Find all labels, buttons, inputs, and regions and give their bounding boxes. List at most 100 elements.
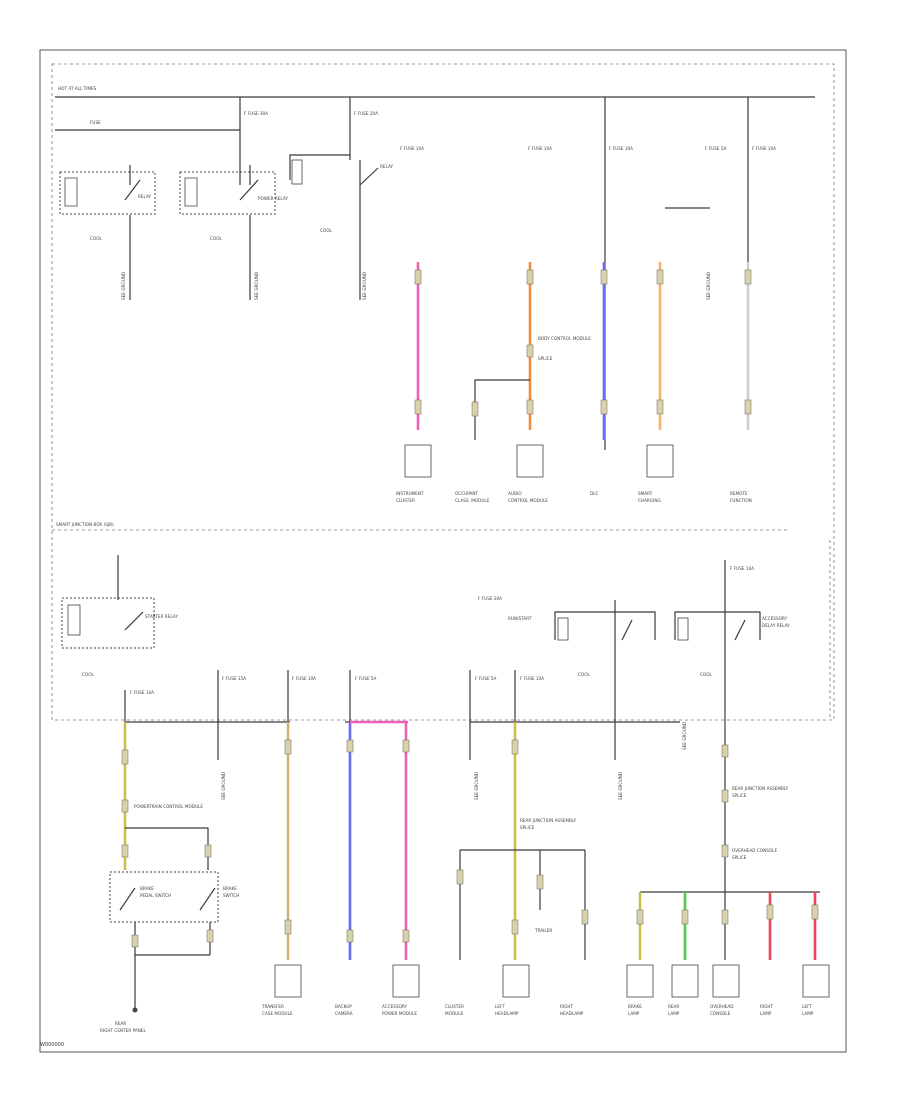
- svg-text:SPLICE: SPLICE: [538, 356, 553, 361]
- upper-section-boundary: [51, 63, 835, 721]
- svg-text:LAMP: LAMP: [668, 1011, 680, 1016]
- svg-text:BRAKE: BRAKE: [223, 886, 237, 891]
- svg-text:ACCESSORY: ACCESSORY: [762, 616, 788, 621]
- svg-text:CONSOLE: CONSOLE: [710, 1011, 731, 1016]
- svg-text:BACKUP: BACKUP: [335, 1004, 352, 1009]
- svg-text:LAMP: LAMP: [760, 1011, 772, 1016]
- svg-text:BRAKE: BRAKE: [140, 886, 154, 891]
- svg-text:FUNCTION: FUNCTION: [730, 498, 752, 503]
- relay-3: RELAY COOL: [289, 154, 394, 300]
- svg-text:F FUSE 10A: F FUSE 10A: [528, 146, 552, 151]
- svg-text:REMOTE: REMOTE: [730, 491, 748, 496]
- svg-text:RELAY: RELAY: [380, 164, 394, 169]
- svg-text:RIGHT: RIGHT: [760, 1004, 774, 1009]
- relay-2: POWER RELAY COOL: [179, 165, 288, 300]
- svg-text:COOL: COOL: [320, 228, 333, 233]
- svg-text:SEE GROUND: SEE GROUND: [254, 272, 259, 300]
- svg-text:F FUSE 15A: F FUSE 15A: [222, 676, 246, 681]
- svg-text:SEE GROUND: SEE GROUND: [682, 722, 687, 750]
- diagram-frame: [39, 49, 847, 1053]
- svg-text:RIGHT CENTER PANEL: RIGHT CENTER PANEL: [100, 1028, 146, 1033]
- upper-components: INSTRUMENT CLUSTER OCCUPANT CLASS. MODUL…: [396, 207, 752, 503]
- svg-text:CLASS. MODULE: CLASS. MODULE: [455, 498, 490, 503]
- svg-text:MODULE: MODULE: [445, 1011, 464, 1016]
- svg-text:CONTROL MODULE: CONTROL MODULE: [508, 498, 548, 503]
- svg-text:POWER MODULE: POWER MODULE: [382, 1011, 417, 1016]
- lower-circuits: REAR JUNCTION ASSEMBLY SPLICE TRAILER: [284, 720, 589, 960]
- svg-text:SPLICE: SPLICE: [732, 855, 747, 860]
- svg-text:COOL: COOL: [578, 672, 591, 677]
- svg-text:POWER RELAY: POWER RELAY: [258, 196, 288, 201]
- svg-text:SEE GROUND: SEE GROUND: [221, 772, 226, 800]
- svg-text:COOL: COOL: [90, 236, 103, 241]
- svg-text:SEE GROUND: SEE GROUND: [474, 772, 479, 800]
- svg-text:LEFT: LEFT: [495, 1004, 505, 1009]
- svg-text:OCCUPANT: OCCUPANT: [455, 491, 478, 496]
- svg-text:CLUSTER: CLUSTER: [396, 498, 415, 503]
- relay-lower-right-1: RUN/START COOL: [508, 611, 656, 677]
- svg-text:F FUSE 10A: F FUSE 10A: [292, 676, 316, 681]
- svg-text:SEE GROUND: SEE GROUND: [618, 772, 623, 800]
- svg-text:F FUSE 10A: F FUSE 10A: [130, 690, 154, 695]
- svg-text:HEADLAMP: HEADLAMP: [495, 1011, 519, 1016]
- svg-text:SPLICE: SPLICE: [732, 793, 747, 798]
- svg-text:F FUSE 5A: F FUSE 5A: [705, 146, 727, 151]
- svg-text:DLC: DLC: [590, 491, 599, 496]
- svg-text:LEFT: LEFT: [802, 1004, 812, 1009]
- svg-text:SMART: SMART: [638, 491, 653, 496]
- upper-fuse-drops: F FUSE 30A F FUSE 20A F FUSE 10A F FUSE …: [239, 97, 776, 450]
- section-label: SMART JUNCTION BOX (SJB): [56, 522, 114, 527]
- svg-text:TRANSFER: TRANSFER: [261, 1004, 284, 1009]
- upper-circuits: BODY CONTROL MODULE SPLICE: [414, 262, 752, 440]
- svg-text:CAMERA: CAMERA: [335, 1011, 353, 1016]
- ground-labels-upper: SEE GROUND SEE GROUND SEE GROUND SEE GRO…: [121, 215, 711, 300]
- svg-text:REAR JUNCTION ASSEMBLY: REAR JUNCTION ASSEMBLY: [520, 818, 577, 823]
- svg-text:HEADLAMP: HEADLAMP: [560, 1011, 584, 1016]
- svg-text:STARTER RELAY: STARTER RELAY: [145, 614, 178, 619]
- lower-fuse-drops: F FUSE 10A F FUSE 15A F FUSE 10A F FUSE …: [124, 560, 754, 760]
- svg-text:SEE GROUND: SEE GROUND: [121, 272, 126, 300]
- svg-text:SPLICE: SPLICE: [520, 825, 535, 830]
- bus-label: HOT AT ALL TIMES: [58, 86, 97, 91]
- lower-components: TRANSFER CASE MODULE BACKUP CAMERA ACCES…: [261, 964, 830, 1016]
- svg-text:BODY CONTROL MODULE: BODY CONTROL MODULE: [538, 336, 591, 341]
- svg-text:INSTRUMENT: INSTRUMENT: [396, 491, 424, 496]
- ground-labels-lower: SEE GROUND SEE GROUND SEE GROUND SEE GRO…: [221, 722, 687, 800]
- svg-text:F FUSE 20A: F FUSE 20A: [478, 596, 502, 601]
- svg-text:POWERTRAIN CONTROL MODULE: POWERTRAIN CONTROL MODULE: [134, 804, 203, 809]
- ignition-label: FUSE: [90, 120, 101, 125]
- svg-text:F FUSE 10A: F FUSE 10A: [400, 146, 424, 151]
- svg-text:ACCESSORY: ACCESSORY: [382, 1004, 408, 1009]
- svg-text:F FUSE 5A: F FUSE 5A: [355, 676, 377, 681]
- svg-text:SEE GROUND: SEE GROUND: [362, 272, 367, 300]
- svg-text:F FUSE 30A: F FUSE 30A: [244, 111, 268, 116]
- svg-text:F FUSE 10A: F FUSE 10A: [730, 566, 754, 571]
- svg-text:REAR: REAR: [668, 1004, 679, 1009]
- svg-text:COOL: COOL: [700, 672, 713, 677]
- svg-text:TRAILER: TRAILER: [534, 928, 552, 933]
- svg-text:F FUSE 10A: F FUSE 10A: [520, 676, 544, 681]
- relay-lower-right-2: ACCESSORY DELAY RELAY COOL: [674, 611, 790, 677]
- relay-1: RELAY COOL: [59, 165, 156, 241]
- svg-text:COOL: COOL: [210, 236, 223, 241]
- svg-text:RIGHT: RIGHT: [560, 1004, 574, 1009]
- svg-text:F FUSE 10A: F FUSE 10A: [752, 146, 776, 151]
- svg-text:REAR: REAR: [115, 1021, 126, 1026]
- svg-text:REAR JUNCTION ASSEMBLY: REAR JUNCTION ASSEMBLY: [732, 786, 789, 791]
- svg-text:F FUSE 20A: F FUSE 20A: [354, 111, 378, 116]
- relay-lower-left: STARTER RELAY COOL: [61, 555, 178, 677]
- svg-text:OVERHEAD: OVERHEAD: [710, 1004, 734, 1009]
- svg-text:PEDAL SWITCH: PEDAL SWITCH: [140, 893, 171, 898]
- svg-text:CLUSTER: CLUSTER: [445, 1004, 464, 1009]
- brake-switch-circuit: BRAKE PEDAL SWITCH BRAKE SWITCH POWERTRA…: [100, 722, 239, 1033]
- svg-text:SWITCH: SWITCH: [223, 893, 239, 898]
- svg-text:SEE GROUND: SEE GROUND: [706, 272, 711, 300]
- svg-text:RELAY: RELAY: [138, 194, 152, 199]
- svg-text:DELAY RELAY: DELAY RELAY: [762, 623, 790, 628]
- svg-text:COOL: COOL: [82, 672, 95, 677]
- svg-text:LAMP: LAMP: [628, 1011, 640, 1016]
- svg-text:RUN/START: RUN/START: [508, 616, 532, 621]
- svg-text:F FUSE 5A: F FUSE 5A: [475, 676, 497, 681]
- svg-text:CASE MODULE: CASE MODULE: [262, 1011, 293, 1016]
